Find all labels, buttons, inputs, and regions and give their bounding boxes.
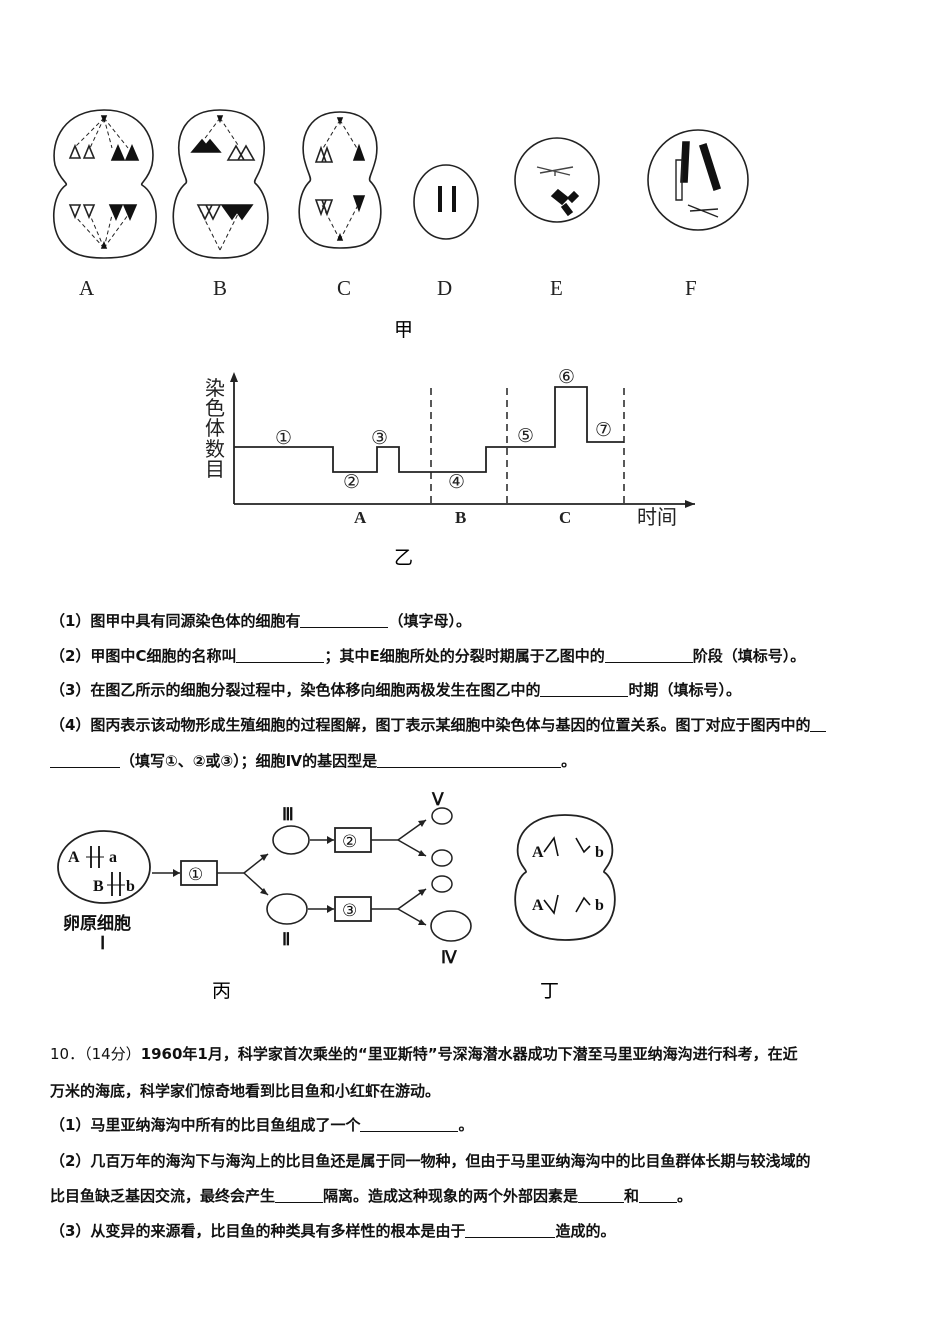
segment-6: ⑥	[558, 366, 575, 388]
cell-name: 卵原细胞	[63, 913, 131, 934]
ylabel-char-2: 色	[205, 396, 225, 420]
cell-a-drawing	[52, 109, 157, 259]
xlabel: 时间	[637, 505, 677, 529]
cell-numeral-1: Ⅰ	[100, 933, 105, 953]
segment-4: ④	[448, 471, 465, 493]
cell-label-e: E	[550, 276, 563, 300]
answer-blank[interactable]	[639, 1188, 678, 1203]
answer-blank[interactable]	[360, 1117, 459, 1132]
answer-blank[interactable]	[50, 753, 120, 768]
answer-blank[interactable]	[465, 1223, 556, 1238]
step-1: ①	[188, 865, 203, 885]
stage-a: A	[354, 508, 367, 527]
cell-label-c: C	[337, 276, 351, 300]
gene-b: b	[126, 878, 135, 895]
answer-blank[interactable]	[810, 717, 827, 732]
gene-B: B	[93, 878, 104, 895]
stage-b: B	[455, 508, 466, 527]
question-10-2: （2）几百万年的海沟下与海沟上的比目鱼还是属于同一物种，但由于马里亚纳海沟中的比…	[50, 1152, 811, 1170]
ding-gene-b-top: b	[595, 844, 604, 861]
answer-blank[interactable]	[300, 613, 389, 628]
numeral-5: Ⅴ	[431, 790, 444, 809]
cell-division-drawings: A B C D E F 甲	[52, 109, 749, 341]
ylabel-char-3: 体	[205, 416, 225, 440]
question-10-3: （3）从变异的来源看，比目鱼的种类具有多样性的根本是由于造成的。	[50, 1222, 616, 1240]
question-9-1: （1）图甲中具有同源染色体的细胞有（填字母）。	[50, 612, 471, 630]
segment-2: ②	[343, 471, 360, 493]
ding-gene-b-bottom: b	[595, 897, 604, 914]
gene-A: A	[68, 849, 80, 866]
question-10-2-line2: 比目鱼缺乏基因交流，最终会产生隔离。造成这种现象的两个外部因素是和。	[50, 1187, 693, 1205]
cell-label-a: A	[79, 276, 95, 300]
segment-5: ⑤	[517, 425, 534, 447]
question-9-4-line2: （填写①、②或③）；细胞Ⅳ的基因型是。	[50, 750, 576, 771]
dividing-cell-outline	[514, 814, 616, 941]
cell-label-d: D	[437, 276, 452, 300]
gene-a: a	[109, 849, 117, 866]
numeral-4: Ⅳ	[441, 948, 458, 967]
figure-yi-caption: 乙	[394, 547, 413, 569]
answer-blank[interactable]	[236, 648, 325, 663]
answer-blank[interactable]	[275, 1188, 324, 1203]
numeral-3: Ⅲ	[282, 805, 294, 824]
question-9-4: （4）图丙表示该动物形成生殖细胞的过程图解，图丁表示某细胞中染色体与基因的位置关…	[50, 714, 827, 735]
numeral-2: Ⅱ	[282, 930, 290, 949]
step-2: ②	[342, 832, 357, 852]
ylabel-char-4: 数	[205, 437, 225, 461]
answer-blank[interactable]	[578, 1188, 625, 1203]
ding-gene-A-top: A	[532, 844, 544, 861]
figure-bing-caption: 丙	[212, 980, 231, 1002]
ding-gene-A-bottom: A	[532, 897, 544, 914]
question-9-2: （2）甲图中C细胞的名称叫；其中E细胞所处的分裂时期属于乙图中的阶段（填标号）。	[50, 647, 806, 665]
chromosome-count-chart: 染 色 体 数 目 ① ② ③ ④ ⑤ ⑥ ⑦ A B C 时间 乙	[205, 366, 695, 569]
segment-1: ①	[275, 427, 292, 449]
segment-3: ③	[371, 427, 388, 449]
chromosome-step-line	[234, 386, 624, 473]
cell-label-b: B	[213, 276, 227, 300]
step-3: ③	[342, 901, 357, 921]
cell-label-f: F	[685, 276, 697, 300]
ylabel-char-5: 目	[205, 457, 225, 481]
figure-jia-caption: 甲	[394, 319, 413, 341]
figure-ding-caption: 丁	[540, 980, 559, 1002]
answer-blank[interactable]	[540, 682, 629, 697]
segment-7: ⑦	[595, 419, 612, 441]
question-10-1: （1）马里亚纳海沟中所有的比目鱼组成了一个。	[50, 1116, 474, 1134]
answer-blank[interactable]	[377, 753, 562, 768]
stage-c: C	[559, 508, 571, 527]
oogenesis-diagram: A a B b 卵原细胞 Ⅰ ① Ⅲ ② Ⅱ ③ Ⅴ Ⅳ 丙	[57, 790, 616, 1002]
question-10-header: 10．（14分）1960年1月，科学家首次乘坐的“里亚斯特”号深海潜水器成功下潜…	[50, 1045, 798, 1063]
question-9-3: （3）在图乙所示的细胞分裂过程中，染色体移向细胞两极发生在图乙中的时期（填标号）…	[50, 681, 741, 699]
ylabel-char-1: 染	[205, 376, 225, 400]
answer-blank[interactable]	[604, 648, 693, 663]
question-10-intro-line2: 万米的海底，科学家们惊奇地看到比目鱼和小红虾在游动。	[50, 1082, 441, 1100]
